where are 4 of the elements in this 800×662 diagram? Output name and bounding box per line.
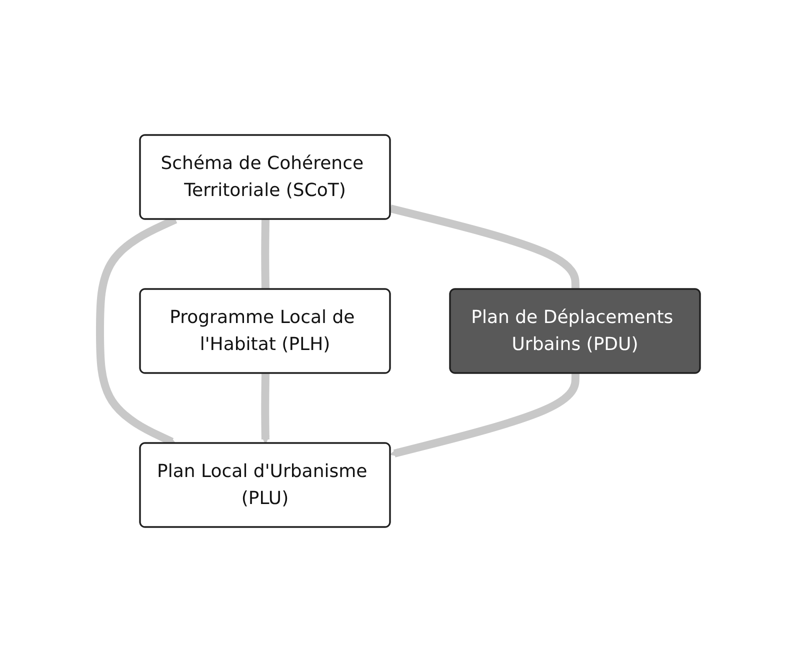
arrow bbox=[390, 373, 580, 458]
connector bbox=[261, 219, 270, 290]
arrow bbox=[261, 373, 270, 444]
connector bbox=[390, 204, 580, 290]
